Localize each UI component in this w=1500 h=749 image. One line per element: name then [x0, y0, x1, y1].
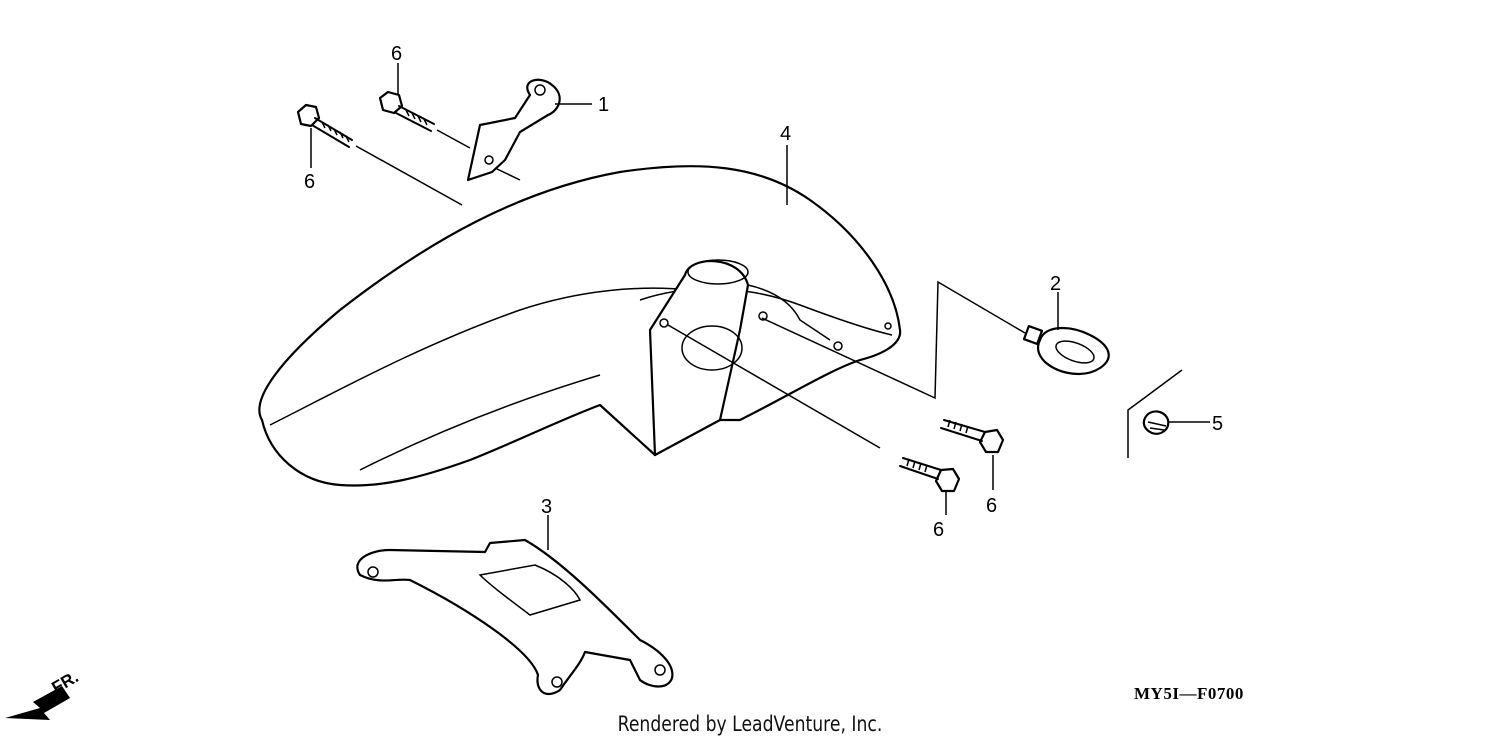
- front-direction-indicator: FR.: [5, 667, 82, 720]
- diagram-code: MY5I—F0700: [1134, 684, 1244, 703]
- arrow-icon: [5, 686, 70, 720]
- fender-stay-bracket[interactable]: [466, 78, 561, 182]
- flange-bolt-left[interactable]: [296, 103, 353, 148]
- callout-2: 2: [1050, 273, 1061, 295]
- callout-6-right: 6: [986, 495, 997, 517]
- callout-4: 4: [780, 123, 791, 145]
- assembly-lines: [310, 63, 1210, 550]
- flange-bolt-lower-left[interactable]: [899, 457, 961, 493]
- callout-6-left: 6: [304, 171, 315, 193]
- flange-bolt-top[interactable]: [378, 90, 435, 132]
- flange-bolt-lower-right[interactable]: [940, 419, 1005, 454]
- render-credit: Rendered by LeadVenture, Inc.: [617, 712, 883, 736]
- callout-6-bottom: 6: [933, 519, 944, 541]
- callout-3: 3: [541, 496, 552, 518]
- front-fender[interactable]: [258, 165, 902, 487]
- callout-1: 1: [598, 94, 609, 116]
- callout-6-top: 6: [391, 43, 402, 65]
- rubber-grommet[interactable]: [1022, 324, 1110, 376]
- callout-5: 5: [1212, 413, 1223, 435]
- trim-clip[interactable]: [1142, 410, 1170, 435]
- fork-brace[interactable]: [356, 538, 674, 696]
